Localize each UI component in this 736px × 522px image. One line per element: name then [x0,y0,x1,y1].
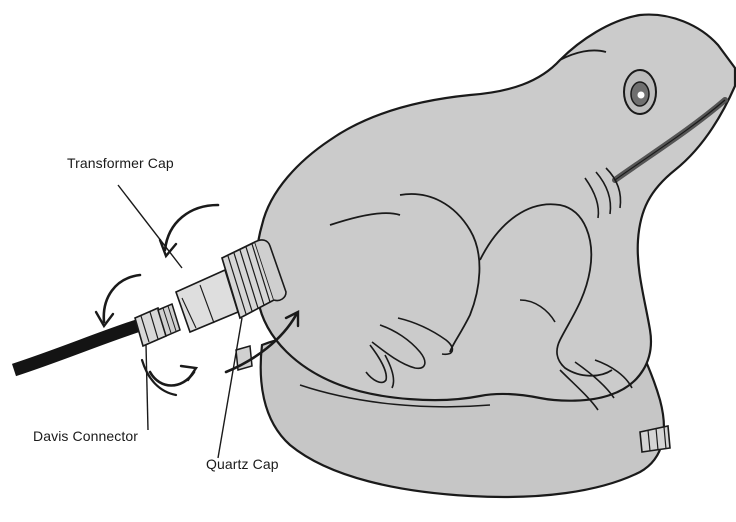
leader-quartz-cap [218,318,242,458]
leader-davis-connector [146,345,148,430]
davis-connector [135,304,180,346]
power-cable [14,325,140,370]
label-transformer-cap: Transformer Cap [67,155,174,171]
label-quartz-cap: Quartz Cap [206,456,279,472]
frog-body [256,15,735,401]
frog-eye [624,70,656,114]
label-davis-connector: Davis Connector [33,428,138,444]
